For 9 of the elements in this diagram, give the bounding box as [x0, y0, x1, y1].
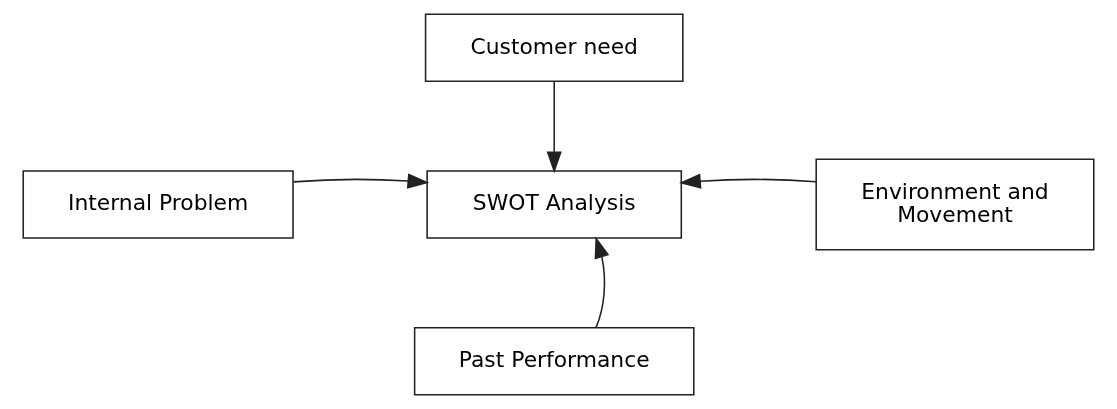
- arrow: [292, 173, 430, 189]
- node-box: Customer need: [424, 13, 684, 83]
- node-box: Past Performance: [413, 326, 695, 396]
- arrow: [546, 81, 562, 174]
- arrow: [594, 236, 610, 329]
- arrow: [679, 173, 817, 189]
- node-box: Environment and Movement: [815, 158, 1095, 251]
- node-box: SWOT Analysis: [426, 170, 683, 239]
- node-box: Internal Problem: [22, 170, 294, 239]
